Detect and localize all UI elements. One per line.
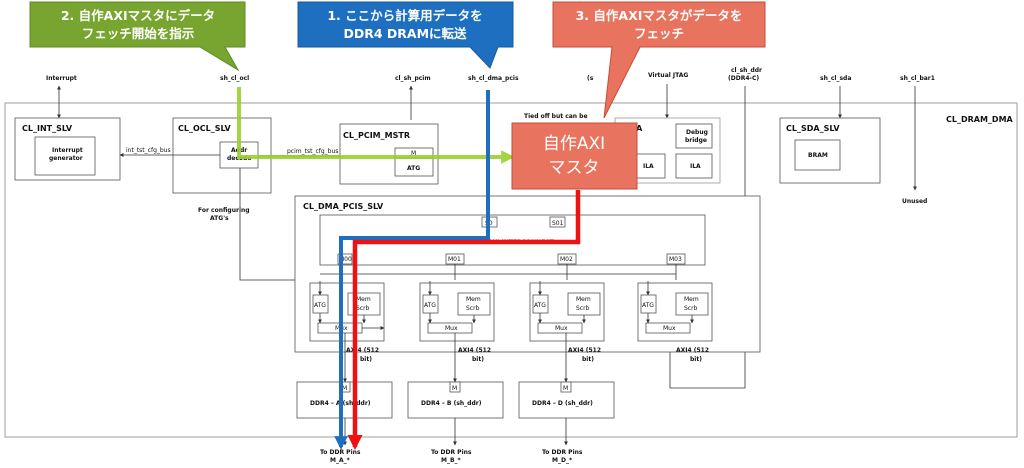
lane-mem-label: Mem xyxy=(684,296,699,303)
lane-scrb-label: Scrb xyxy=(466,305,480,312)
lane-3-axi-label: AXI4 (512 xyxy=(676,347,709,354)
custom-axi-master-label-2: マスタ xyxy=(549,158,600,178)
m02-label: M02 xyxy=(560,256,573,263)
lane-1: ATG Mem Scrb Mux xyxy=(419,281,495,342)
red-callout-line-1: 3. 自作AXIマスタがデータを xyxy=(576,8,743,23)
ila-b-box xyxy=(675,153,713,179)
ddr-a-m-label: M xyxy=(342,385,347,392)
lane-0-axi-label: AXI4 (512 xyxy=(346,347,379,354)
lane-1-axi-label: AXI4 (512 xyxy=(458,347,491,354)
blue-callout xyxy=(297,1,514,69)
pcim-atg-label: ATG xyxy=(407,165,420,172)
custom-axi-master-label-1: 自作AXI xyxy=(543,134,605,154)
red-flow-arrow xyxy=(347,190,581,451)
for-configuring-label-2: ATG's xyxy=(210,215,229,222)
lane-0: ATG Mem Scrb Mux xyxy=(309,281,385,342)
lane-atg-label: ATG xyxy=(534,302,546,309)
lane-scrb-label: Scrb xyxy=(684,305,698,312)
green-callout-line-1: 2. 自作AXIマスタにデータ xyxy=(61,8,215,23)
lane-2-axi-label: AXI4 (512 xyxy=(568,347,601,354)
pins-d-label-2: M_D_* xyxy=(552,457,573,464)
ddr4c-signal: (DDR4-C) xyxy=(728,75,759,82)
blue-callout-line-1: 1. ここから計算用データを xyxy=(327,8,482,23)
cl-sh-pcim-signal: cl_sh_pcim xyxy=(395,75,431,82)
interrupt-generator-label-2: generator xyxy=(49,155,83,162)
debug-bridge-box xyxy=(675,123,713,149)
ila-b-label: ILA xyxy=(690,163,701,170)
sh-cl-dma-pcis-signal: sh_cl_dma_pcis xyxy=(468,75,519,82)
virtual-jtag-signal: Virtual JTAG xyxy=(648,72,688,79)
cl-pcim-mstr-title: CL_PCIM_MSTR xyxy=(343,131,410,140)
cl-ocl-slv-title: CL_OCL_SLV xyxy=(178,124,231,133)
cl-sda-slv-title: CL_SDA_SLV xyxy=(786,124,840,133)
lane-atg-label: ATG xyxy=(642,302,654,309)
m00-label: M00 xyxy=(339,256,352,263)
cl-int-slv-title: CL_INT_SLV xyxy=(22,124,73,133)
interrupt-signal: Interrupt xyxy=(46,75,77,82)
pins-a-label-2: M_A_* xyxy=(330,457,351,464)
bram-box xyxy=(794,139,841,171)
s01-label: S01 xyxy=(552,220,564,227)
green-flow-arrow xyxy=(237,87,515,164)
ila-a-label: ILA xyxy=(643,163,654,170)
lane-3: ATG Mem Scrb Mux xyxy=(637,281,713,342)
lane-mem-label: Mem xyxy=(356,296,371,303)
m01-label: M01 xyxy=(448,256,461,263)
lane-mux-label: Mux xyxy=(555,325,568,332)
interrupt-generator-label-1: Interrupt xyxy=(52,147,83,154)
pins-b-label-2: M_B_* xyxy=(441,457,462,464)
s01-port xyxy=(549,216,566,228)
pins-d-label-1: To DDR Pins xyxy=(542,449,583,456)
lane-atg-label: ATG xyxy=(424,302,436,309)
lane-mem-label: Mem xyxy=(576,296,591,303)
m00-port xyxy=(337,253,353,265)
sh-cl-ocl-signal: sh_cl_ocl xyxy=(220,75,249,82)
pcim-tst-cfg-bus-label: pcim_tst_cfg_bus xyxy=(287,148,338,155)
tied-off-label: Tied off but can be xyxy=(524,113,588,120)
ddr-a: M DDR4 – A (sh_ddr) xyxy=(296,381,393,419)
custom-axi-master-box xyxy=(511,122,638,190)
interrupt-generator-box xyxy=(34,136,96,176)
green-callout xyxy=(29,1,246,72)
green-callout-line-2: フェッチ開始を指示 xyxy=(82,26,195,41)
lane-mux-label: Mux xyxy=(445,325,458,332)
sh-cl-bar1-signal: sh_cl_bar1 xyxy=(900,75,935,82)
cl-sh-ddr-signal: cl_sh_ddr xyxy=(731,67,762,74)
ddr-b-m-label: M xyxy=(452,385,457,392)
ddr-d-m-label: M xyxy=(563,385,568,392)
partial-signal: (s xyxy=(587,75,594,82)
red-callout-line-2: フェッチ xyxy=(634,26,684,41)
bram-label: BRAM xyxy=(808,152,828,159)
ddr-b: M DDR4 – B (sh_ddr) xyxy=(407,381,504,419)
lane-2-bit-label: bit) xyxy=(582,356,594,363)
lane-scrb-label: Scrb xyxy=(356,305,370,312)
lane-mem-label: Mem xyxy=(466,296,481,303)
unused-label: Unused xyxy=(902,198,927,205)
cl-dma-pcis-slv-title: CL_DMA_PCIS_SLV xyxy=(303,202,384,211)
ddr-b-label: DDR4 – B (sh_ddr) xyxy=(421,400,482,407)
cl-dram-dma-title: CL_DRAM_DMA xyxy=(946,115,1014,124)
debug-bridge-label-1: Debug xyxy=(686,129,708,136)
pcim-m-label: M xyxy=(411,150,416,157)
m03-label: M03 xyxy=(669,256,682,263)
lane-atg-label: ATG xyxy=(314,302,326,309)
for-configuring-label-1: For configuring xyxy=(198,207,250,214)
blue-flow-arrow xyxy=(334,90,490,450)
lane-1-bit-label: bit) xyxy=(472,356,484,363)
blue-callout-line-2: DDR4 DRAMに転送 xyxy=(343,26,467,41)
lane-scrb-label: Scrb xyxy=(576,305,590,312)
pins-a-label-1: To DDR Pins xyxy=(320,449,361,456)
lane-mux-label: Mux xyxy=(663,325,676,332)
int-tst-cfg-bus-label: int_tst_cfg_bus xyxy=(126,147,171,154)
sh-cl-sda-signal: sh_cl_sda xyxy=(820,75,851,82)
lane-0-bit-label: bit) xyxy=(360,356,372,363)
ddr-d-label: DDR4 – D (sh_ddr) xyxy=(532,400,593,407)
red-callout xyxy=(552,1,766,119)
ddr-d: M DDR4 – D (sh_ddr) xyxy=(518,381,615,419)
lane-3-bit-label: bit) xyxy=(690,356,702,363)
pins-b-label-1: To DDR Pins xyxy=(431,449,472,456)
debug-bridge-label-2: bridge xyxy=(685,137,707,144)
lane-2: ATG Mem Scrb Mux xyxy=(529,281,605,342)
